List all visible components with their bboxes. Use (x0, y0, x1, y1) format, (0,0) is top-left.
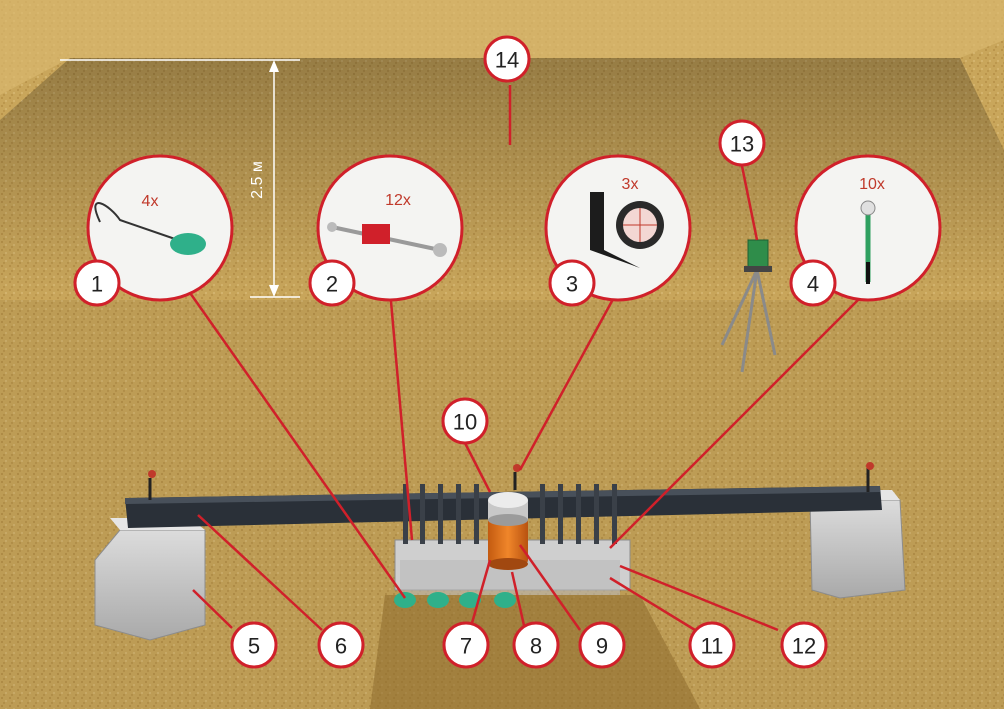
callout-1-number: 1 (91, 272, 103, 297)
callout-7-number: 7 (460, 634, 472, 659)
callout-2-number: 2 (326, 272, 338, 297)
callout-14[interactable]: 14 (483, 35, 531, 83)
clamp-plates (403, 484, 617, 544)
callout-9-number: 9 (596, 634, 608, 659)
callout-12[interactable]: 12 (780, 621, 828, 669)
callout-3-number: 3 (566, 272, 578, 297)
callout-13[interactable]: 13 (718, 119, 766, 241)
callout-2[interactable]: 12x 2 (308, 154, 464, 307)
callout-12-number: 12 (792, 634, 816, 659)
reflector-stake-icon (860, 200, 876, 284)
callout-6-number: 6 (335, 634, 347, 659)
prism-posts (148, 462, 874, 500)
callout-10-number: 10 (453, 410, 477, 435)
callout-9[interactable]: 9 (578, 621, 626, 669)
callout-8[interactable]: 8 (512, 621, 560, 669)
callout-3[interactable]: 3x 3 (544, 154, 692, 307)
dimension-label: 2.5 м (249, 161, 266, 199)
callout-11-number: 11 (701, 634, 724, 659)
hose-level-sensor-icon (94, 202, 206, 255)
callout-4-quantity: 10x (859, 176, 885, 193)
callout-7[interactable]: 7 (442, 621, 490, 669)
callout-1-quantity: 4x (142, 193, 159, 210)
callout-14-number: 14 (495, 48, 519, 73)
callout-3-quantity: 3x (622, 176, 639, 193)
load-cell (488, 492, 528, 526)
rail-clamp-icon (327, 222, 447, 257)
callout-10[interactable]: 10 (441, 397, 492, 493)
leader-lines (186, 85, 869, 632)
mini-prism-icon (590, 192, 664, 268)
callout-6[interactable]: 6 (317, 621, 365, 669)
callout-11[interactable]: 11 (688, 621, 736, 669)
total-station-tripod (720, 239, 777, 373)
dimension-marker: 2.5 м (60, 59, 300, 298)
callout-13-number: 13 (730, 132, 754, 157)
callout-4-number: 4 (807, 272, 819, 297)
green-sensors (394, 592, 516, 608)
callout-1[interactable]: 4x 1 (73, 154, 234, 307)
callout-8-number: 8 (530, 634, 542, 659)
callout-2-quantity: 12x (385, 192, 411, 209)
callout-5[interactable]: 5 (230, 621, 278, 669)
callout-4[interactable]: 10x 4 (789, 154, 942, 307)
callout-5-number: 5 (248, 634, 260, 659)
